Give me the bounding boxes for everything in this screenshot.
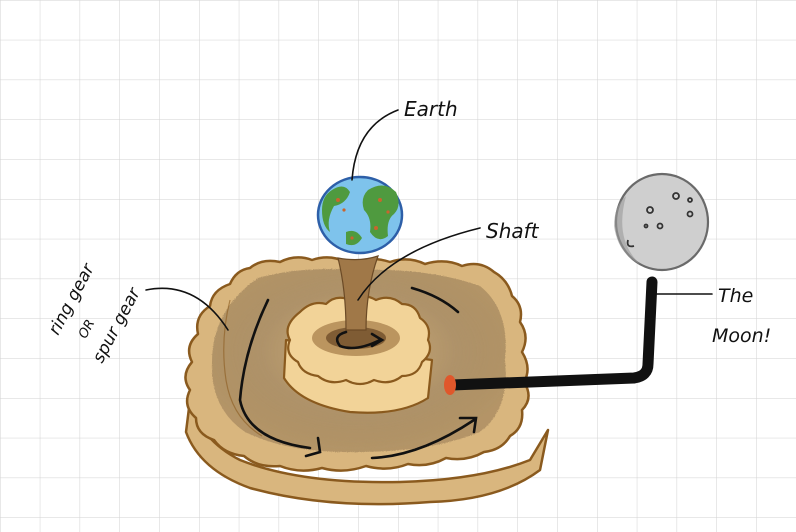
arm-pin [444,375,456,395]
earth-label: Earth [404,97,458,121]
moon-label-line1: The [718,285,753,307]
shaft-label: Shaft [486,219,540,243]
earth-globe [318,177,402,253]
moon-label-line2: Moon! [712,325,771,347]
moon [614,174,708,270]
